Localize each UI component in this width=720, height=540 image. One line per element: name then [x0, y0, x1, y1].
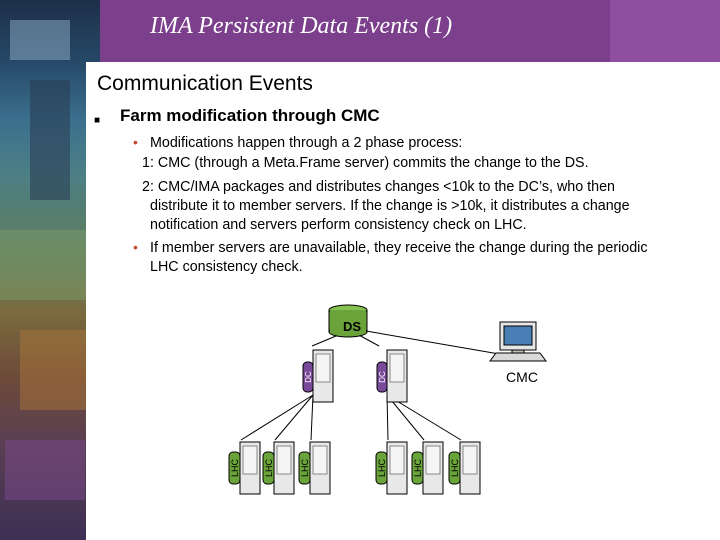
bullet-text: LHC consistency check. — [150, 259, 303, 275]
connector-lines — [240, 330, 506, 441]
lhc-label: LHC — [377, 459, 387, 478]
step-text: 2: CMC/IMA packages and distributes chan… — [142, 179, 615, 195]
server-icon: LHC — [375, 441, 408, 495]
step-text: 1: CMC (through a Meta.Frame server) com… — [142, 155, 589, 171]
bullet-text: Modifications happen through a 2 phase p… — [150, 135, 463, 151]
server-icon: DC — [376, 349, 408, 403]
step-text: distribute it to member servers. If the … — [150, 198, 630, 214]
decorative-collage — [0, 0, 100, 540]
slide-title: IMA Persistent Data Events (1) — [150, 13, 453, 39]
section-heading: Communication Events — [97, 72, 313, 95]
database-icon: DS — [328, 304, 368, 338]
title-bar-accent — [610, 0, 720, 62]
server-icon: DC — [302, 349, 334, 403]
square-bullet-icon: ■ — [94, 115, 101, 126]
bullet-text: If member servers are unavailable, they … — [150, 240, 648, 256]
lhc-label: LHC — [300, 459, 310, 478]
server-icon: LHC — [298, 441, 331, 495]
dc-label: DC — [304, 371, 313, 383]
round-bullet-icon: • — [133, 239, 138, 255]
round-bullet-icon: • — [133, 134, 138, 150]
subheading: Farm modification through CMC — [120, 106, 380, 125]
dc-label: DC — [378, 371, 387, 383]
server-icon: LHC — [411, 441, 444, 495]
workstation-icon: CMC — [489, 321, 547, 385]
server-icon: LHC — [448, 441, 481, 495]
cmc-label: CMC — [506, 369, 538, 385]
server-icon: LHC — [228, 441, 261, 495]
ds-label: DS — [343, 319, 361, 334]
lhc-label: LHC — [450, 459, 460, 478]
server-icon: LHC — [262, 441, 295, 495]
step-text: notification and servers perform consist… — [150, 217, 527, 233]
lhc-label: LHC — [230, 459, 240, 478]
lhc-label: LHC — [413, 459, 423, 478]
lhc-label: LHC — [264, 459, 274, 478]
